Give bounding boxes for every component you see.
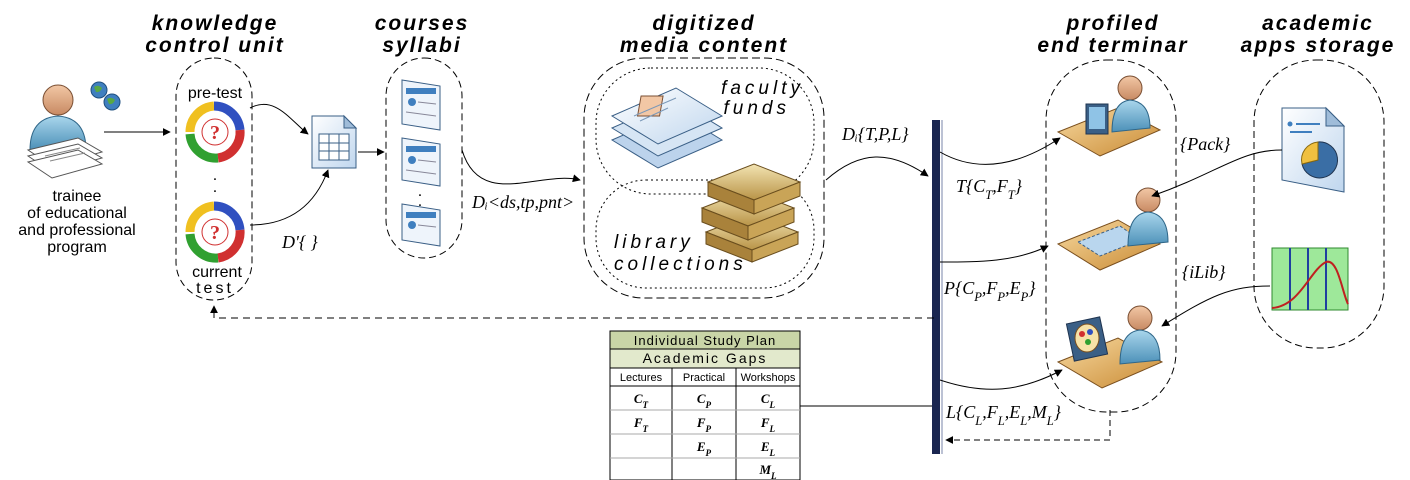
knowledge-title-1: knowledge [152,12,279,35]
terminal-container [1045,59,1177,413]
dprime-label: D'{ } [281,232,319,252]
library-collections-region [595,179,815,289]
digitized-title-1: digitized [652,12,755,35]
table-cell: CP [697,391,712,410]
l-set-label: L{CL,FL,EL,ML} [945,402,1062,428]
courses-title-1: courses [375,12,470,35]
di-set-label: Dᵢ{T,P,L} [841,124,909,144]
current-test-arrow [249,169,330,226]
pack-report-icon [1281,106,1346,193]
trainee-label-2: of educational [27,205,127,222]
feedback-arrow [210,305,934,319]
syllabus-page-icon-1 [401,79,441,131]
pre-test-label: pre-test [188,85,243,102]
syllabi-dots-1: . [418,183,422,200]
table-header-lectures: Lectures [620,372,663,384]
media-to-bus-arrow [825,156,929,181]
pre-dots-2: . [213,179,217,196]
faculty-label-2: funds [724,98,790,119]
syllabi-to-media-arrow [461,149,581,185]
syllabi-dots-2: . [418,193,422,210]
pack-label: {Pack} [1180,134,1231,154]
table-cell: EL [760,439,776,458]
spreadsheet-doc-icon [311,114,358,169]
current-test-cycle-icon: ? [185,201,245,263]
practice-workstation-icon [1056,187,1169,271]
academic-title-1: academic [1262,12,1374,35]
pre-test-arrow [249,103,309,135]
test-label: test [196,280,234,297]
table-header-workshops: Workshops [741,372,796,384]
faculty-funds-region [595,67,815,195]
courses-title-2: syllabi [382,34,461,57]
table-cell: EP [696,439,712,458]
pack-arrow [1151,149,1283,198]
trainee-label-3: and professional [18,222,135,239]
ilib-arrow [1161,285,1271,327]
pre-dots-1: . [213,167,217,184]
svg-text:?: ? [210,122,220,144]
di-tuple-label: Dᵢ<ds,tp,pnt> [471,192,574,212]
faculty-label-1: faculty [721,78,804,99]
table-title: Individual Study Plan [634,333,776,348]
table-cell: FT [633,415,649,434]
svg-text:?: ? [210,222,220,244]
library-books-icon [700,163,802,263]
ilib-chart-icon [1271,247,1349,311]
media-container [583,57,825,299]
p-set-label: P{CP,FP,EP} [943,278,1036,304]
theory-workstation-icon [1056,75,1162,157]
table-cell: CL [761,391,776,410]
trainee-label-1: trainee [53,188,102,205]
faculty-documents-icon [610,87,724,169]
pre-test-cycle-icon: ? [185,101,245,163]
syllabi-container [385,57,463,259]
table-header-practical: Practical [683,372,725,384]
library-label-1: library [614,232,694,253]
library-label-2: collections [614,254,747,275]
lab-workstation-icon [1056,305,1164,389]
table-subtitle: Academic Gaps [643,350,768,366]
trainee-papers-icon [26,137,104,179]
trainee-icon [26,81,121,179]
digitized-title-2: media content [620,34,788,57]
table-cell: ML [758,462,777,480]
trainee-label-4: program [47,239,107,256]
apps-storage-container [1253,59,1385,349]
globe-icon [90,81,121,111]
table-cells: CT CP CL FT FP FL EP EL ML [633,391,777,480]
knowledge-title-2: control unit [145,34,284,57]
bus-to-lab-arrow [939,369,1063,390]
academic-title-2: apps storage [1241,34,1396,57]
table-cell: FP [696,415,712,434]
profiled-title-1: profiled [1066,12,1160,35]
knowledge-control-container [175,57,253,301]
t-set-label: T{CT,FT} [956,176,1023,202]
table-cell: CT [634,391,649,410]
study-plan-table: Individual Study Plan Academic Gaps Lect… [609,330,801,480]
section-titles: knowledge control unit courses syllabi d… [145,12,1396,57]
profiled-title-2: end terminar [1037,34,1188,57]
distribution-bus [932,120,940,454]
bus-to-theory-arrow [939,137,1061,165]
table-cell: FL [760,415,776,434]
syllabus-page-icon-3 [401,203,441,247]
ilib-label: {iLib} [1182,262,1226,282]
current-label: current [192,264,242,281]
bus-to-practice-arrow [939,245,1049,263]
syllabus-page-icon-2 [401,137,441,187]
lab-feedback-arrow [945,410,1111,444]
